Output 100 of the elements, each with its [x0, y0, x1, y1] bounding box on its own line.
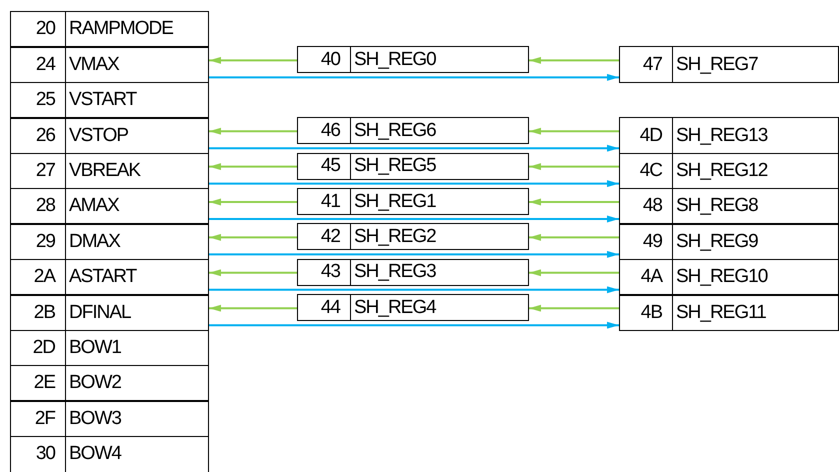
register-row	[297, 258, 529, 286]
arrow	[529, 56, 619, 64]
register-row	[297, 188, 529, 215]
arrow	[209, 74, 619, 81]
register-address: 48	[620, 189, 673, 224]
register-address: 29	[11, 224, 66, 260]
register-address: 25	[11, 82, 66, 118]
arrow	[209, 198, 297, 206]
register-address: 2A	[11, 260, 66, 295]
arrow	[209, 144, 619, 152]
register-name: BOW3	[68, 408, 121, 430]
arrow	[209, 234, 297, 241]
register-name: VSTART	[68, 89, 136, 112]
register-row	[10, 188, 209, 225]
register-address: 27	[11, 154, 66, 188]
register-address: 24	[11, 47, 66, 82]
register-name: VSTOP	[68, 124, 128, 147]
register-row	[297, 294, 529, 322]
register-name: DFINAL	[68, 302, 131, 324]
arrow	[529, 198, 619, 206]
register-name: SH_REG7	[675, 54, 758, 76]
arrow	[529, 128, 619, 135]
register-address: 30	[11, 436, 66, 472]
register-name: RAMPMODE	[68, 18, 173, 40]
register-row	[10, 400, 209, 438]
register-address: 2E	[11, 366, 66, 401]
register-name: BOW2	[68, 372, 121, 394]
register-address: 49	[620, 224, 673, 260]
arrow	[209, 269, 297, 276]
arrow	[209, 250, 619, 258]
register-address: 4D	[620, 118, 673, 154]
register-name: SH_REG2	[353, 226, 436, 248]
register-address: 28	[11, 189, 66, 224]
register-address: 44	[298, 295, 351, 320]
register-row	[619, 258, 839, 296]
register-address: 20	[11, 12, 66, 47]
register-row	[10, 223, 209, 260]
register-name: SH_REG6	[353, 120, 436, 142]
register-name: VBREAK	[68, 160, 140, 182]
register-row	[10, 294, 209, 332]
arrow	[529, 304, 619, 312]
arrow	[209, 304, 297, 312]
register-address: 4A	[620, 260, 673, 295]
register-name: SH_REG13	[675, 124, 768, 147]
register-row	[10, 436, 209, 472]
register-name: SH_REG1	[353, 190, 436, 212]
register-address: 45	[298, 154, 351, 179]
register-row	[619, 223, 839, 260]
register-address: 42	[298, 224, 351, 250]
register-row	[619, 294, 839, 332]
register-name: SH_REG11	[675, 302, 766, 324]
register-address: 26	[11, 118, 66, 154]
register-name: SH_REG4	[353, 296, 436, 319]
register-name: SH_REG12	[675, 160, 768, 182]
register-row	[10, 258, 209, 296]
register-row	[10, 330, 209, 366]
register-row	[619, 46, 839, 84]
register-row	[297, 46, 529, 74]
register-row	[10, 152, 209, 190]
arrow	[209, 286, 619, 294]
register-name: AMAX	[68, 195, 119, 218]
arrow	[529, 234, 619, 241]
register-row	[297, 152, 529, 180]
register-row	[297, 223, 529, 250]
register-row	[619, 117, 839, 154]
register-name: ASTART	[68, 266, 136, 288]
arrow	[209, 180, 619, 188]
register-address: 41	[298, 189, 351, 214]
register-row	[10, 82, 209, 119]
register-name: SH_REG3	[353, 261, 436, 284]
register-name: SH_REG9	[675, 230, 758, 253]
arrow	[529, 163, 619, 170]
register-address: 40	[298, 47, 351, 72]
register-row	[10, 365, 209, 402]
register-name: BOW1	[68, 337, 121, 360]
register-name: SH_REG8	[675, 195, 758, 218]
register-address: 43	[298, 260, 351, 285]
register-row	[619, 188, 839, 225]
register-name: VMAX	[68, 54, 119, 76]
arrow	[209, 163, 297, 170]
register-address: 2D	[11, 330, 66, 366]
register-name: BOW4	[68, 443, 121, 466]
arrow	[209, 56, 297, 64]
register-name: DMAX	[68, 230, 120, 253]
register-address: 47	[620, 47, 673, 82]
arrow	[209, 128, 297, 135]
arrow	[209, 216, 619, 222]
register-row	[619, 152, 839, 190]
arrow	[209, 322, 619, 329]
register-address: 2F	[11, 401, 66, 436]
register-row	[10, 117, 209, 154]
arrow	[529, 269, 619, 276]
register-row	[10, 11, 209, 48]
register-name: SH_REG10	[675, 266, 768, 288]
register-address: 4C	[620, 154, 673, 188]
register-address: 46	[298, 118, 351, 144]
register-row	[297, 117, 529, 144]
register-row	[10, 46, 209, 84]
register-address: 2B	[11, 295, 66, 330]
register-address: 4B	[620, 295, 673, 330]
